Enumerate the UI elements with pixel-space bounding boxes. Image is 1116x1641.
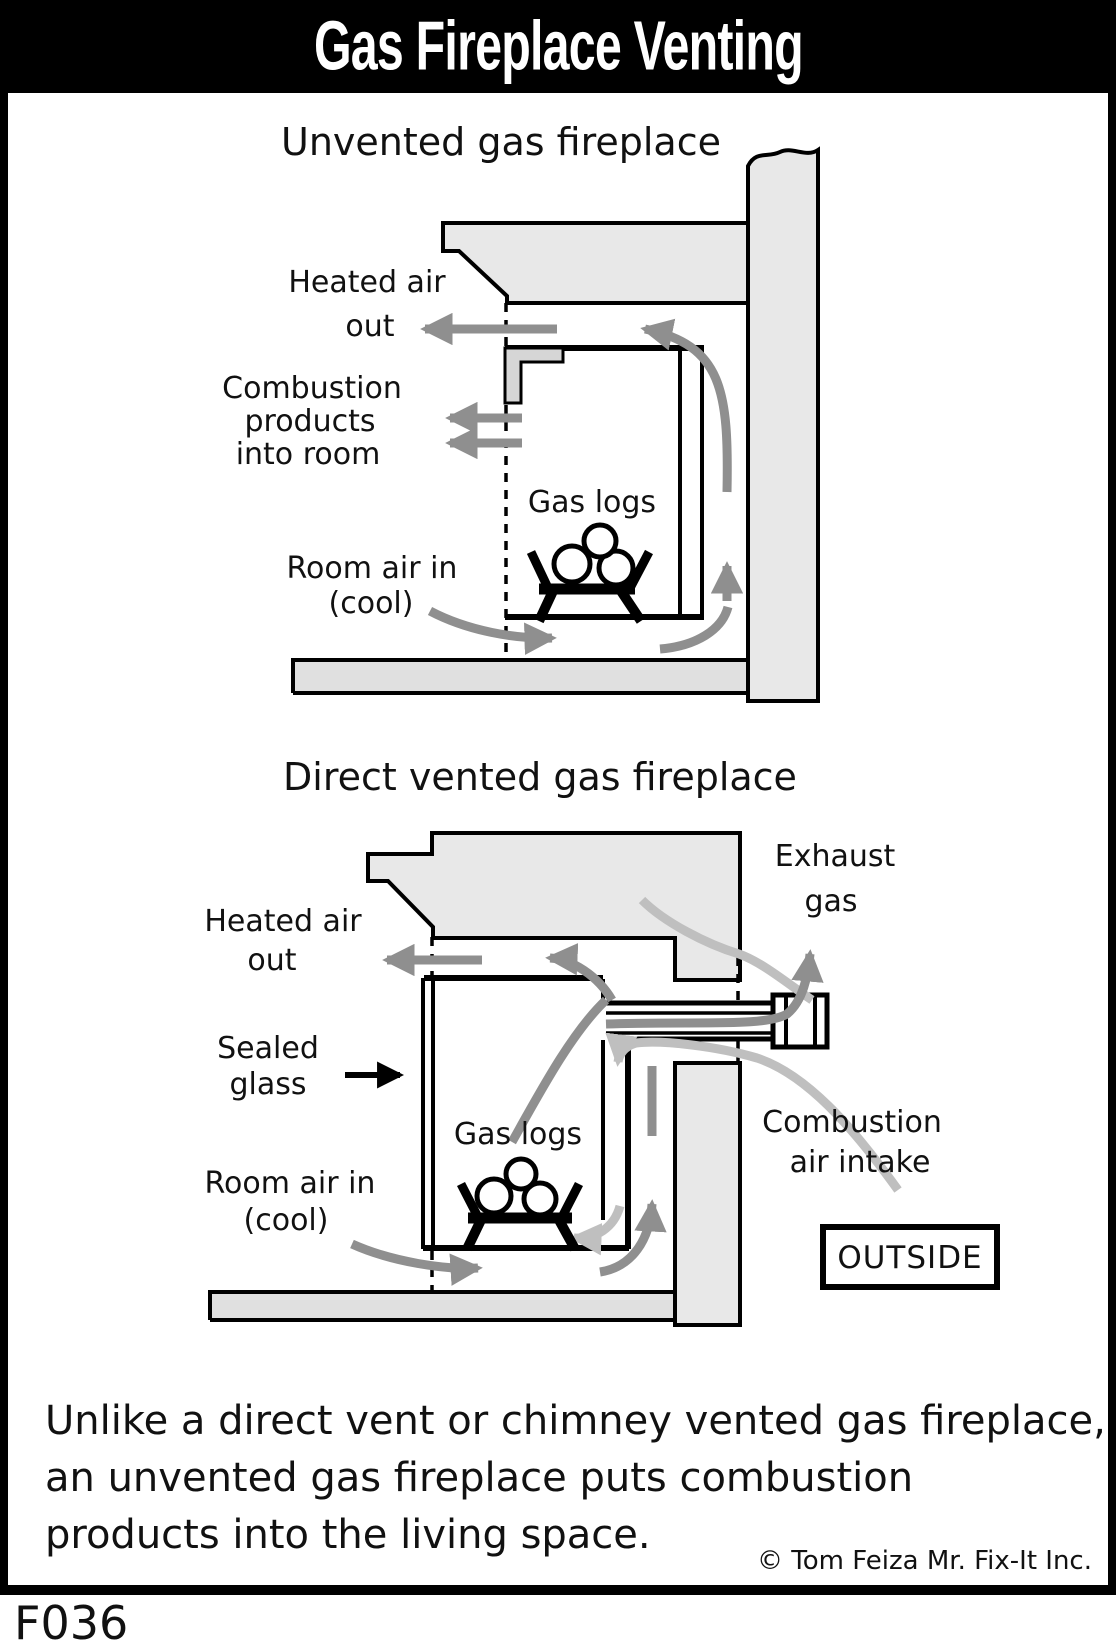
airflow-arrows-unvented [420, 312, 744, 655]
room-air-in-arrow [350, 1239, 483, 1286]
heated-air-label-1: Heated air [288, 265, 446, 300]
room-air-label-2: (cool) [329, 586, 414, 621]
outside-label: OUTSIDE [837, 1240, 982, 1276]
caption-line-2: an unvented gas fireplace puts combustio… [45, 1455, 914, 1501]
soffit-unvented [441, 221, 750, 305]
room-air-label-2: (cool) [244, 1203, 329, 1238]
rising-air-curve [659, 605, 733, 654]
combustion-intake-label-1: Combustion [762, 1105, 942, 1140]
combustion-label-3: into room [236, 437, 381, 472]
caption-line-3: products into the living space. [45, 1512, 651, 1558]
combustion-label-1: Combustion [222, 371, 402, 406]
room-air-up-arrow [599, 1199, 667, 1277]
outside-box: OUTSIDE [820, 1224, 1000, 1290]
content-border [0, 93, 1116, 1595]
combustion-air-arrows [569, 896, 902, 1256]
room-air-label-1: Room air in [205, 1166, 376, 1201]
gas-logs-unvented [526, 522, 653, 624]
direct-vented-title: Direct vented gas fireplace [283, 755, 797, 799]
floor-unvented [291, 658, 818, 695]
wall-lower-direct [673, 1061, 742, 1327]
combustion-upper-curve [638, 896, 815, 1004]
hot-air-rising-curve [508, 996, 610, 1145]
sealed-glass-label-1: Sealed [217, 1031, 319, 1066]
sealed-glass-label-2: glass [229, 1067, 306, 1102]
exhaust-label-1: Exhaust [775, 839, 896, 874]
caption-line-1: Unlike a direct vent or chimney vented g… [45, 1398, 1106, 1444]
combustion-label-2: products [244, 404, 375, 439]
gas-logs-direct [456, 1156, 584, 1252]
heated-air-label-2: out [247, 943, 296, 978]
gas-logs-label: Gas logs [454, 1117, 582, 1152]
combustion-into-firebox-arrow [569, 1204, 625, 1256]
hood-bracket [503, 346, 565, 405]
room-air-in-arrow [427, 607, 557, 655]
diagram-unvented: Unvented gas fireplace Heated air out Co… [222, 120, 820, 703]
room-air-label-1: Room air in [287, 551, 458, 586]
gas-logs-label: Gas logs [528, 485, 656, 520]
airflow-arrows-direct [350, 943, 824, 1286]
floor-direct [208, 1290, 675, 1322]
unvented-title: Unvented gas fireplace [281, 120, 721, 164]
exhaust-label-2: gas [804, 884, 857, 919]
combustion-intake-label-2: air intake [790, 1145, 931, 1180]
caption: Unlike a direct vent or chimney vented g… [45, 1393, 1106, 1564]
title-bar: Gas Fireplace Venting [0, 0, 1116, 93]
convection-curve-arrow [640, 318, 732, 493]
copyright-credit: © Tom Feiza Mr. Fix-It Inc. [757, 1546, 1092, 1576]
page-title: Gas Fireplace Venting [313, 7, 804, 86]
heated-air-label-1: Heated air [204, 904, 362, 939]
combustion-intake-arrow [605, 1032, 902, 1193]
diagram-direct-vented: OUTSIDE Direct vented gas fireplace Exha… [204, 755, 1000, 1327]
heated-air-curve-arrow [545, 943, 616, 1003]
wall-unvented [746, 146, 820, 703]
exhaust-gas-arrow [605, 949, 824, 1029]
figure-code: F036 [14, 1596, 129, 1641]
heated-air-label-2: out [345, 309, 394, 344]
